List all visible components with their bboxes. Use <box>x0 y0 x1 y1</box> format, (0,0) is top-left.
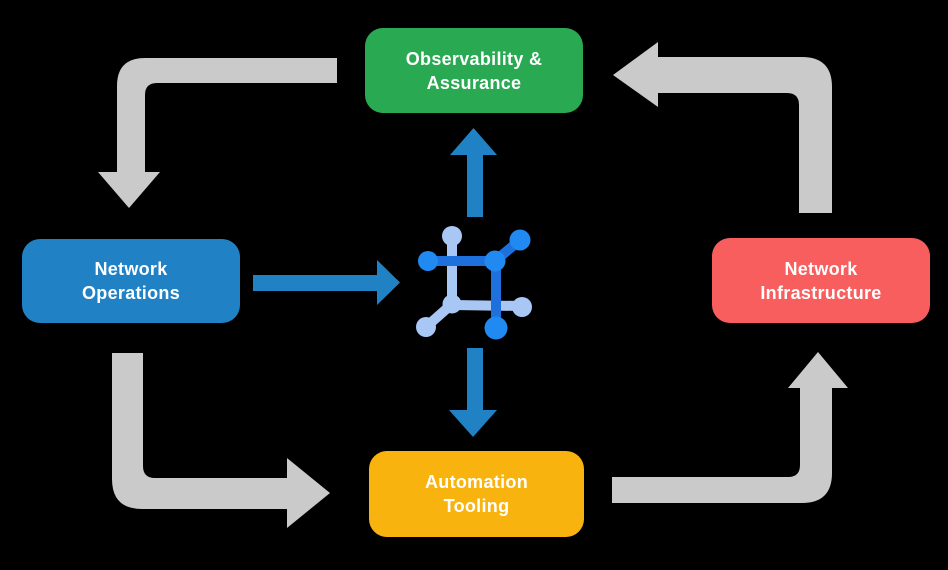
icon-light-line-bottom-edge <box>451 300 523 311</box>
node-network-infrastructure: Network Infrastructure <box>712 238 930 323</box>
icon-node-light-corner <box>442 294 462 314</box>
network-mesh-hub-icon <box>416 226 532 340</box>
icon-node-bright-bottom <box>484 316 508 340</box>
hub-arrow-down-to-automation <box>449 348 497 437</box>
node-label-line2: Assurance <box>426 72 522 93</box>
hub-arrow-right-from-operations <box>253 260 400 305</box>
cycle-arrow-infrastructure-to-observability <box>613 42 832 213</box>
icon-node-light-top <box>442 226 462 246</box>
icon-node-bright-diagonal <box>509 229 531 251</box>
cycle-arrow-operations-to-automation <box>112 353 330 528</box>
node-label-line2: Operations <box>81 283 181 303</box>
node-label-line1: Observability & <box>405 48 543 69</box>
cycle-arrow-automation-to-infrastructure <box>612 352 848 503</box>
node-label-line2: Tooling <box>443 496 510 516</box>
hub-arrow-up-to-observability <box>450 128 497 217</box>
icon-node-bright-junction <box>484 250 506 272</box>
node-label-line2: Infrastructure <box>760 282 882 303</box>
node-observability-assurance: Observability & Assurance <box>365 28 583 113</box>
icon-node-bright-left <box>418 251 438 271</box>
node-label-line1: Network <box>784 258 858 279</box>
icon-node-light-right <box>512 297 532 317</box>
cycle-arrow-observability-to-operations <box>98 58 337 208</box>
node-label-line1: Network <box>94 259 168 279</box>
node-label-line1: Automation <box>425 472 528 492</box>
icon-node-light-diagonal <box>416 317 436 337</box>
node-automation-tooling: Automation Tooling <box>369 451 584 537</box>
node-network-operations: Network Operations <box>22 239 240 323</box>
